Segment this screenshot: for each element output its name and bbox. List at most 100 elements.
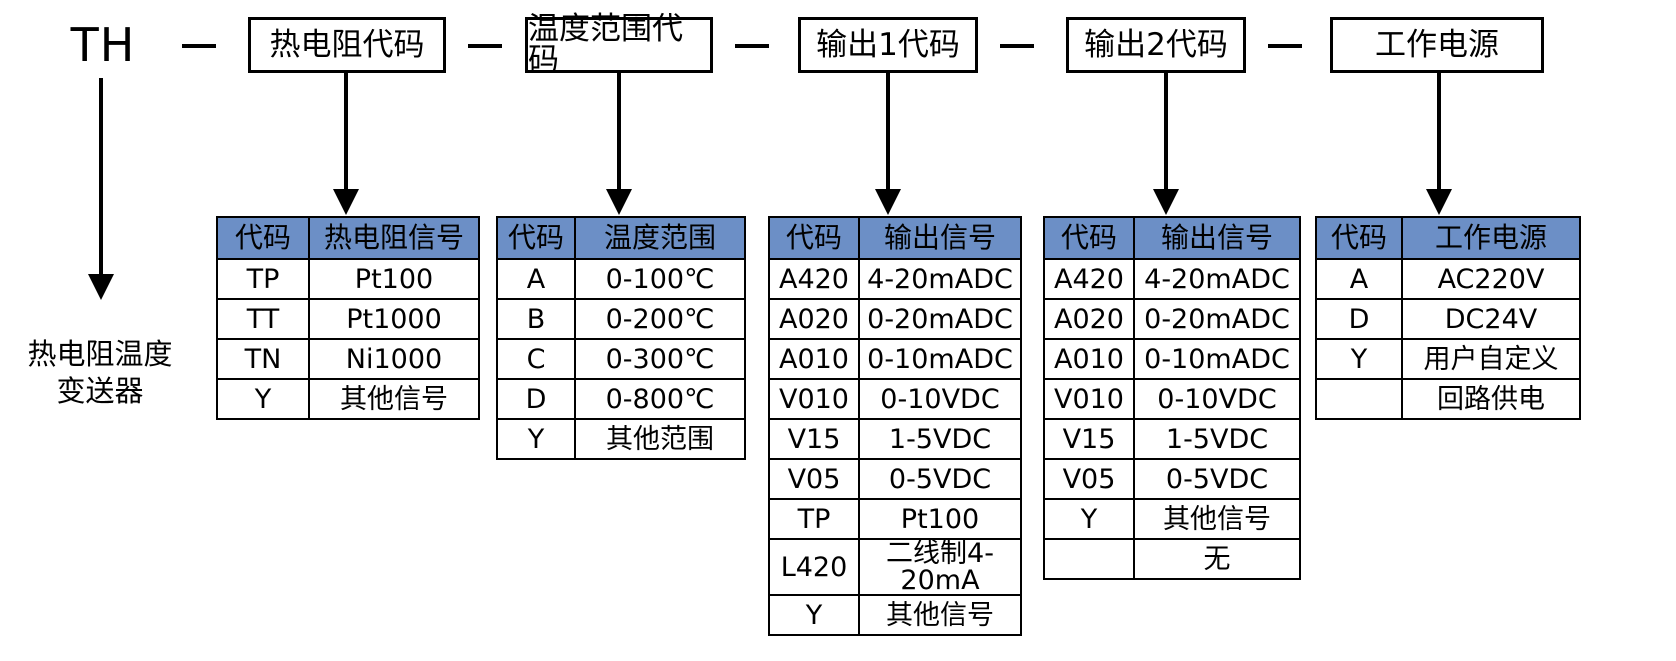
connector-arrow-output2 [1153, 189, 1179, 215]
row-code-cell: L420 [768, 538, 860, 596]
row-code-cell: A010 [768, 338, 860, 380]
row-value-cell: 用户自定义 [1401, 338, 1581, 380]
connector-arrow-rtd [333, 189, 359, 215]
code-box-output2: 输出2代码 [1066, 17, 1246, 73]
row-value-cell: 其他信号 [1133, 498, 1301, 540]
code-box-output1: 输出1代码 [798, 17, 978, 73]
row-value-cell: 1-5VDC [858, 418, 1022, 460]
row-code-cell: Y [216, 378, 310, 420]
row-code-cell: Y [1043, 498, 1135, 540]
col-header-code: 代码 [1315, 216, 1403, 260]
row-value-cell: 0-10mADC [1133, 338, 1301, 380]
row-code-cell: TT [216, 298, 310, 340]
row-value-cell: 0-20mADC [858, 298, 1022, 340]
code-box-power: 工作电源 [1330, 17, 1544, 73]
connector-line-rtd [344, 73, 348, 193]
connector-arrow-output1 [875, 189, 901, 215]
root-caption-line1: 热电阻温度 [27, 337, 173, 371]
row-value-cell: 0-800℃ [574, 378, 746, 420]
row-code-cell: V010 [768, 378, 860, 420]
row-value-cell: AC220V [1401, 258, 1581, 300]
table-header-row: 代码 工作电源 [1315, 216, 1581, 260]
row-value-cell: 0-100℃ [574, 258, 746, 300]
connector-arrow-temp-range [606, 189, 632, 215]
row-code-cell: A020 [1043, 298, 1135, 340]
row-value-cell: DC24V [1401, 298, 1581, 340]
code-box-temp-range: 温度范围代码 [525, 14, 713, 76]
col-header-code: 代码 [1043, 216, 1135, 260]
row-code-cell: Y [1315, 338, 1403, 380]
row-code-cell: V05 [1043, 458, 1135, 500]
connector-line-power [1437, 73, 1441, 193]
row-code-cell: V010 [1043, 378, 1135, 420]
row-code-cell: A [496, 258, 576, 300]
row-value-cell: 回路供电 [1401, 378, 1581, 420]
separator-dash-1 [182, 44, 216, 48]
separator-dash-5 [1268, 44, 1302, 48]
row-code-cell: C [496, 338, 576, 380]
row-code-cell: A420 [768, 258, 860, 300]
row-value-cell: 0-5VDC [858, 458, 1022, 500]
table-header-row: 代码 温度范围 [496, 216, 746, 260]
model-root-label: TH [70, 18, 136, 72]
row-code-cell: Y [496, 418, 576, 460]
connector-line-root [99, 78, 103, 278]
root-caption-line2: 变送器 [56, 374, 144, 409]
row-value-cell: 0-10mADC [858, 338, 1022, 380]
row-value-cell: Pt1000 [308, 298, 480, 340]
row-value-cell: 其他信号 [308, 378, 480, 420]
col-header-value: 输出信号 [1133, 216, 1301, 260]
col-header-value: 温度范围 [574, 216, 746, 260]
row-code-cell: A020 [768, 298, 860, 340]
row-value-cell: 0-10VDC [1133, 378, 1301, 420]
row-code-cell: V15 [768, 418, 860, 460]
row-code-cell: D [1315, 298, 1403, 340]
separator-dash-4 [1000, 44, 1034, 48]
separator-dash-3 [735, 44, 769, 48]
row-value-cell: 0-10VDC [858, 378, 1022, 420]
row-value-cell: 0-20mADC [1133, 298, 1301, 340]
connector-line-temp-range [617, 73, 621, 193]
row-code-cell: D [496, 378, 576, 420]
connector-arrow-power [1426, 189, 1452, 215]
row-code-cell: V15 [1043, 418, 1135, 460]
row-value-cell: 4-20mADC [858, 258, 1022, 300]
row-value-cell: Ni1000 [308, 338, 480, 380]
row-code-cell [1043, 538, 1135, 580]
row-value-cell: 二线制4-20mA [858, 538, 1022, 596]
connector-arrow-root [88, 274, 114, 300]
row-value-cell: 0-200℃ [574, 298, 746, 340]
row-code-cell: A420 [1043, 258, 1135, 300]
code-box-rtd: 热电阻代码 [248, 17, 446, 73]
row-value-cell: Pt100 [858, 498, 1022, 540]
row-value-cell: 其他范围 [574, 418, 746, 460]
row-code-cell: A010 [1043, 338, 1135, 380]
table-header-row: 代码 输出信号 [1043, 216, 1301, 260]
